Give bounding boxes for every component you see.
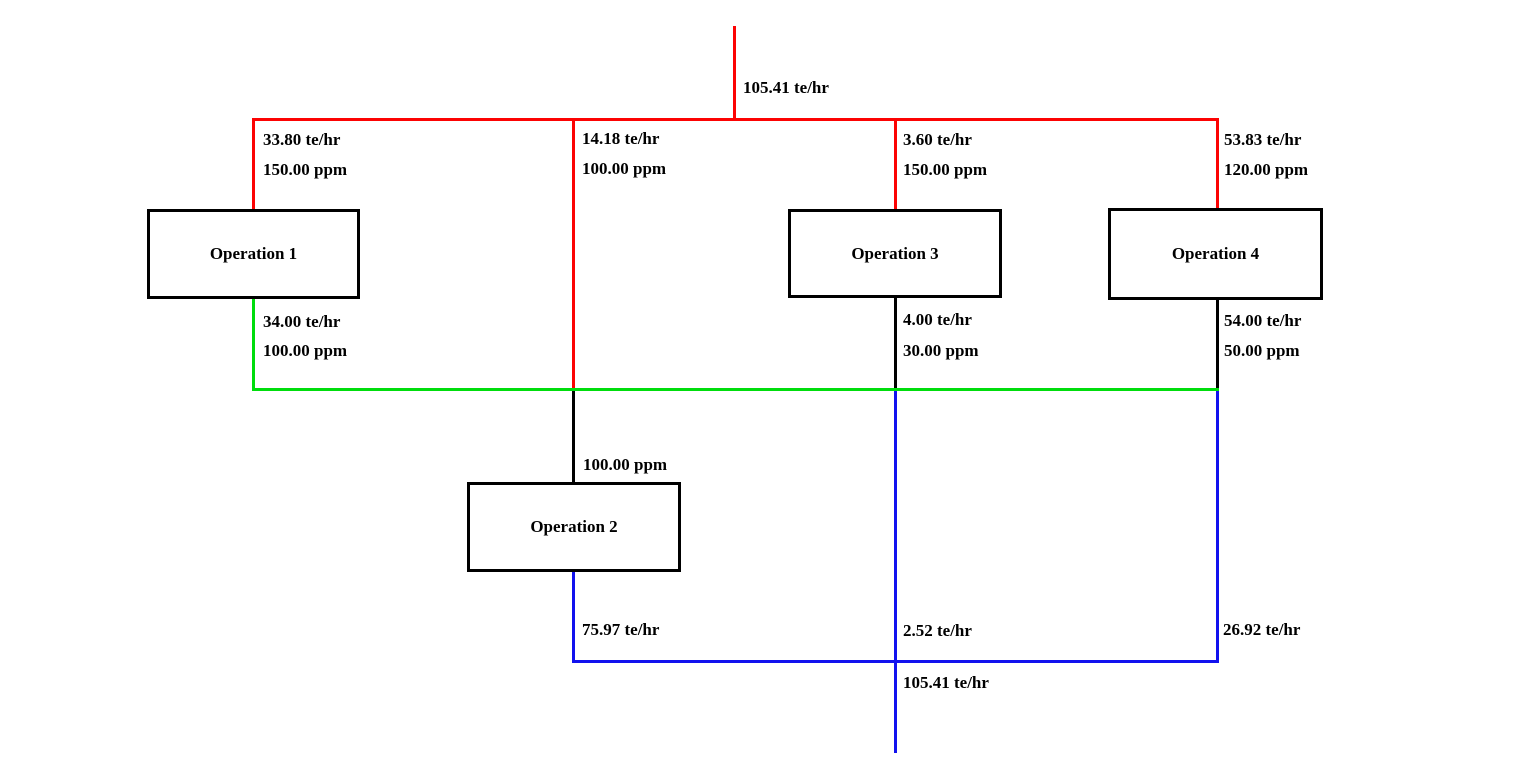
op3-outlet-flow-label: 4.00 te/hr [903,310,972,329]
op2-fresh-inlet-conc-label: 100.00 ppm [582,159,667,178]
feed-supply-line [733,26,736,121]
operation-1-label: Operation 1 [209,244,298,263]
op2-mixed-inlet-conc-label: 100.00 ppm [583,455,668,474]
operation-3-label: Operation 3 [851,243,939,263]
op2-supply-branch-line [572,118,575,390]
op3-waste-line [894,391,897,660]
op3-waste-flow-label: 2.52 te/hr [903,621,972,640]
op1-inlet-flow-label: 33.80 te/hr [263,130,341,149]
op4-inlet-flow-label: 53.83 te/hr [1224,130,1302,149]
op2-fresh-inlet-flow-label: 14.18 te/hr [582,129,660,148]
operation-3-box: Operation 3 [788,209,1002,298]
feed-flow-label: 105.41 te/hr [743,78,829,97]
op2-outlet-flow-label: 75.97 te/hr [582,620,660,639]
operation-2-box: Operation 2 [467,482,681,572]
op2-mixed-inlet-line [572,391,575,482]
op4-outlet-conc-label: 50.00 ppm [1224,341,1300,360]
op3-outlet-line [894,298,897,388]
op3-outlet-conc-label: 30.00 ppm [903,341,979,360]
operation-2-label: Operation 2 [530,517,618,536]
op4-waste-line [1216,391,1219,663]
op1-supply-branch-line [252,118,255,209]
op4-waste-flow-label: 26.92 te/hr [1223,620,1301,639]
op3-supply-branch-line [894,118,897,209]
op1-outlet-flow-label: 34.00 te/hr [263,312,341,331]
op4-inlet-conc-label: 120.00 ppm [1224,160,1309,179]
op1-reuse-outlet-line [252,299,255,391]
operation-1-box: Operation 1 [147,209,360,299]
supply-header-line [252,118,1219,121]
operation-4-box: Operation 4 [1108,208,1323,300]
operation-4-label: Operation 4 [1171,244,1260,263]
op4-supply-branch-line [1216,118,1219,208]
final-waste-line [894,660,897,753]
op4-outlet-flow-label: 54.00 te/hr [1224,311,1302,330]
op1-outlet-conc-label: 100.00 ppm [263,341,348,360]
total-waste-flow-label: 105.41 te/hr [903,673,989,692]
op1-inlet-conc-label: 150.00 ppm [263,160,348,179]
reuse-header-line [252,388,1219,391]
op2-waste-line [572,572,575,663]
op3-inlet-conc-label: 150.00 ppm [903,160,988,179]
op4-outlet-line [1216,300,1219,388]
op3-inlet-flow-label: 3.60 te/hr [903,130,972,149]
